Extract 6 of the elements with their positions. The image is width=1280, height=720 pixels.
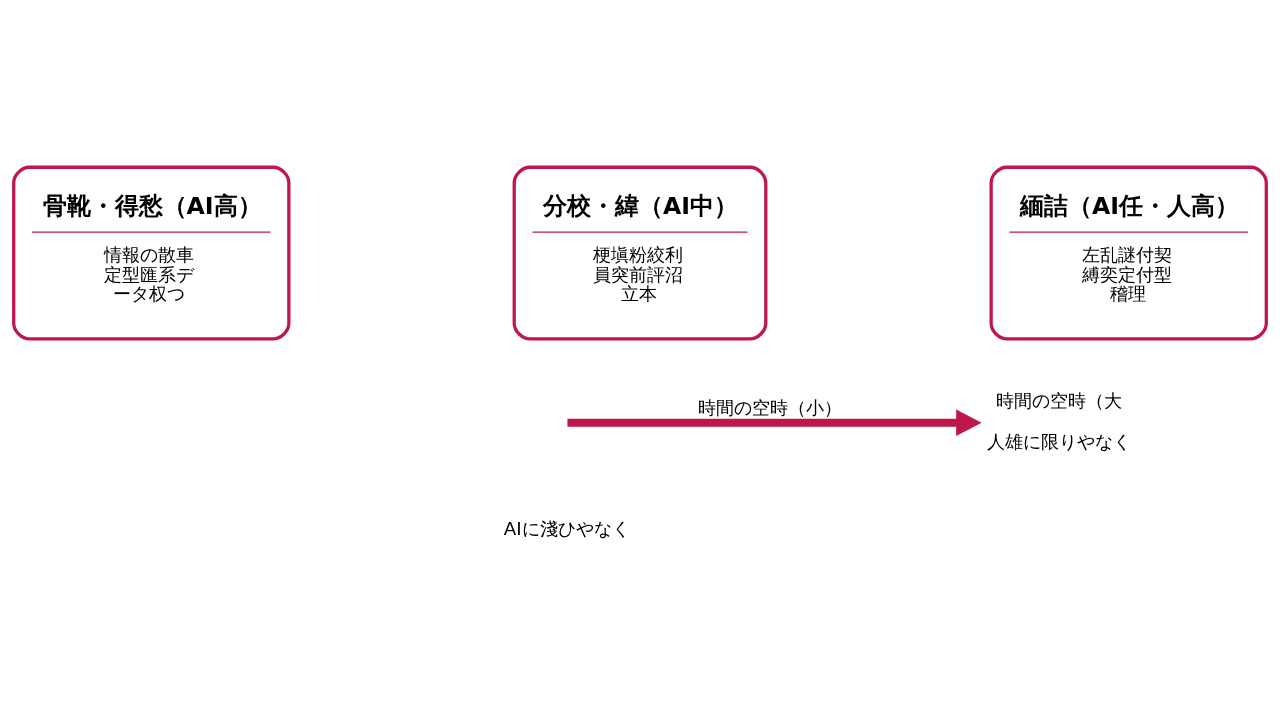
label: AIに淺ひやなく <box>503 517 630 539</box>
node-box: 緬詰（AI任・人高） 左乱謎付契縛奕定付型稽理 <box>989 165 1268 340</box>
node-box: 分校・緯（AI中） 梗塡粉絞利員突前評沼立本 <box>512 165 768 340</box>
edge-label: 時間の空時（小） <box>698 396 843 418</box>
node-text: 時間の空時（大 人雄に限りやなく <box>987 389 1132 452</box>
node-box: 骨靴・得愁（AI高） 情報の散車定型匯系データ权つ <box>12 165 291 340</box>
